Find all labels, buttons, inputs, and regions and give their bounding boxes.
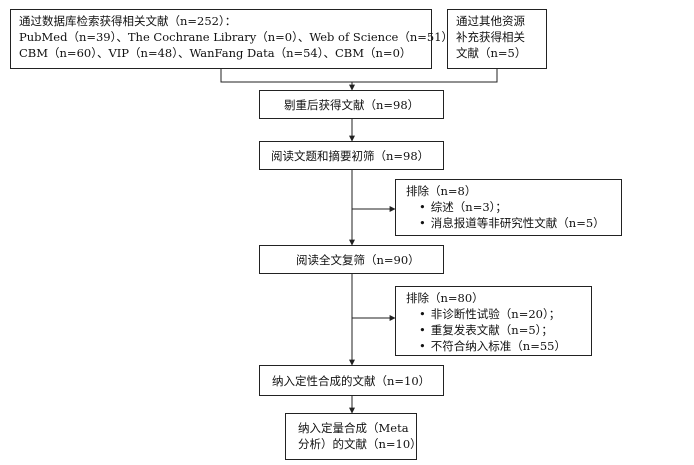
bullet-icon: • — [419, 216, 426, 230]
bullet-icon: • — [419, 323, 426, 337]
excluded-2-item: •不符合纳入标准（n=55） — [419, 339, 566, 353]
box-excluded-1: 排除（n=8） •综述（n=3）； •消息报道等非研究性文献（n=5） — [395, 179, 622, 236]
databases-line-3: CBM（n=60）、VIP（n=48）、WanFang Data（n=54）、C… — [19, 46, 412, 60]
excluded-1-item: •消息报道等非研究性文献（n=5） — [419, 216, 605, 230]
other-line-3: 文献（n=5） — [456, 46, 527, 60]
qualitative-label: 纳入定性合成的文献（n=10） — [272, 374, 431, 388]
bullet-icon: • — [419, 339, 426, 353]
dedup-label: 剔重后获得文献（n=98） — [284, 98, 420, 112]
other-line-2: 补充获得相关 — [456, 30, 525, 44]
arrow-other-to-dedup — [352, 69, 498, 83]
excluded-1-title: 排除（n=8） — [406, 184, 477, 198]
excluded-1-item: •综述（n=3）； — [419, 200, 507, 214]
box-full-text: 阅读全文复筛（n=90） — [259, 245, 444, 274]
other-line-1: 通过其他资源 — [456, 14, 525, 28]
quantitative-line-2: 分析）的文献（n=10） — [298, 437, 422, 451]
excluded-2-title: 排除（n=80） — [406, 291, 484, 305]
excluded-2-item: •非诊断性试验（n=20）； — [419, 307, 561, 321]
databases-line-1: 通过数据库检索获得相关文献（n=252）： — [19, 14, 237, 28]
excluded-2-item: •重复发表文献（n=5）； — [419, 323, 553, 337]
box-other-sources: 通过其他资源 补充获得相关 文献（n=5） — [447, 9, 547, 69]
box-quantitative: 纳入定量合成（Meta 分析）的文献（n=10） — [285, 413, 422, 460]
box-databases: 通过数据库检索获得相关文献（n=252）： PubMed（n=39）、The C… — [10, 9, 459, 69]
bullet-icon: • — [419, 200, 426, 214]
databases-line-2: PubMed（n=39）、The Cochrane Library（n=0）、W… — [19, 30, 459, 44]
box-qualitative: 纳入定性合成的文献（n=10） — [259, 365, 444, 396]
bullet-icon: • — [419, 307, 426, 321]
quantitative-line-1: 纳入定量合成（Meta — [298, 421, 409, 435]
arrow-databases-to-dedup — [220, 69, 355, 91]
box-excluded-2: 排除（n=80） •非诊断性试验（n=20）； •重复发表文献（n=5）； •不… — [395, 286, 592, 356]
full-text-label: 阅读全文复筛（n=90） — [296, 253, 420, 267]
title-abstract-label: 阅读文题和摘要初筛（n=98） — [271, 149, 430, 163]
box-title-abstract: 阅读文题和摘要初筛（n=98） — [259, 141, 444, 170]
box-deduplicated: 剔重后获得文献（n=98） — [259, 90, 444, 119]
